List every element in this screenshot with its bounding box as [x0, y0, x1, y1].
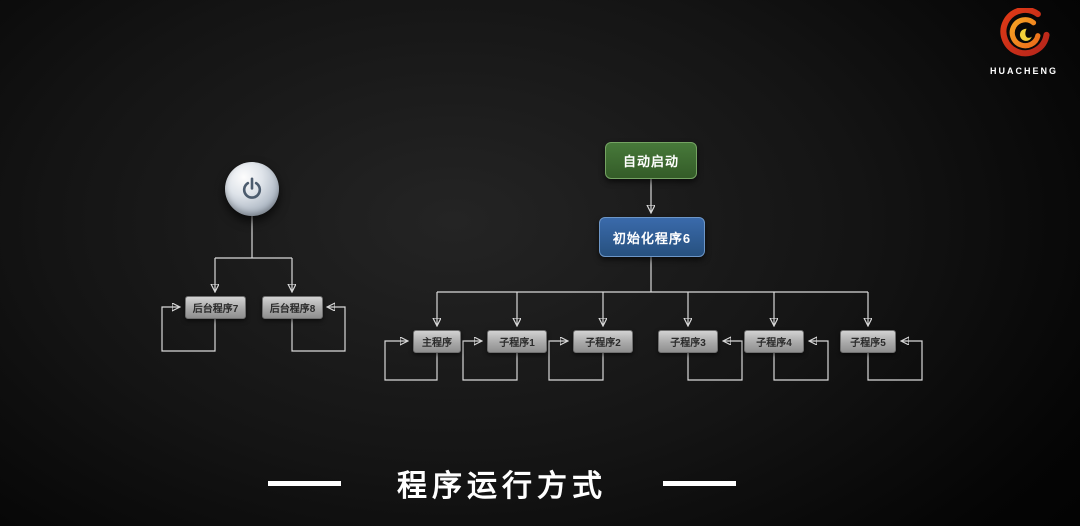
node-sub-program-3: 子程序3 — [658, 330, 718, 353]
loop-child5 — [867, 341, 923, 381]
node-auto-start: 自动启动 — [605, 142, 697, 179]
node-sub-program-5: 子程序5 — [840, 330, 896, 353]
flame-logo-icon — [1000, 6, 1050, 57]
power-icon — [225, 162, 279, 216]
node-background-program-7: 后台程序7 — [185, 296, 246, 319]
node-init-program: 初始化程序6 — [599, 217, 705, 257]
brand-logo: HUACHENG — [980, 6, 1068, 76]
title-bar-right — [663, 480, 736, 486]
brand-name: HUACHENG — [989, 66, 1058, 76]
loop-bg8 — [291, 307, 346, 352]
node-main-program: 主程序 — [413, 330, 461, 353]
loop-child2 — [548, 341, 604, 381]
node-sub-program-2: 子程序2 — [573, 330, 633, 353]
page-title: 程序运行方式 — [397, 470, 607, 503]
loop-child4 — [773, 341, 829, 381]
slide-footer: 程序运行方式 — [268, 461, 736, 505]
loop-child1 — [462, 341, 518, 381]
loop-child3 — [687, 341, 743, 381]
title-bar-left — [268, 480, 341, 486]
loop-bg7 — [161, 307, 216, 352]
power-glyph — [242, 177, 262, 199]
node-sub-program-1: 子程序1 — [487, 330, 547, 353]
node-sub-program-4: 子程序4 — [744, 330, 804, 353]
node-background-program-8: 后台程序8 — [262, 296, 323, 319]
loop-child0 — [384, 341, 438, 381]
